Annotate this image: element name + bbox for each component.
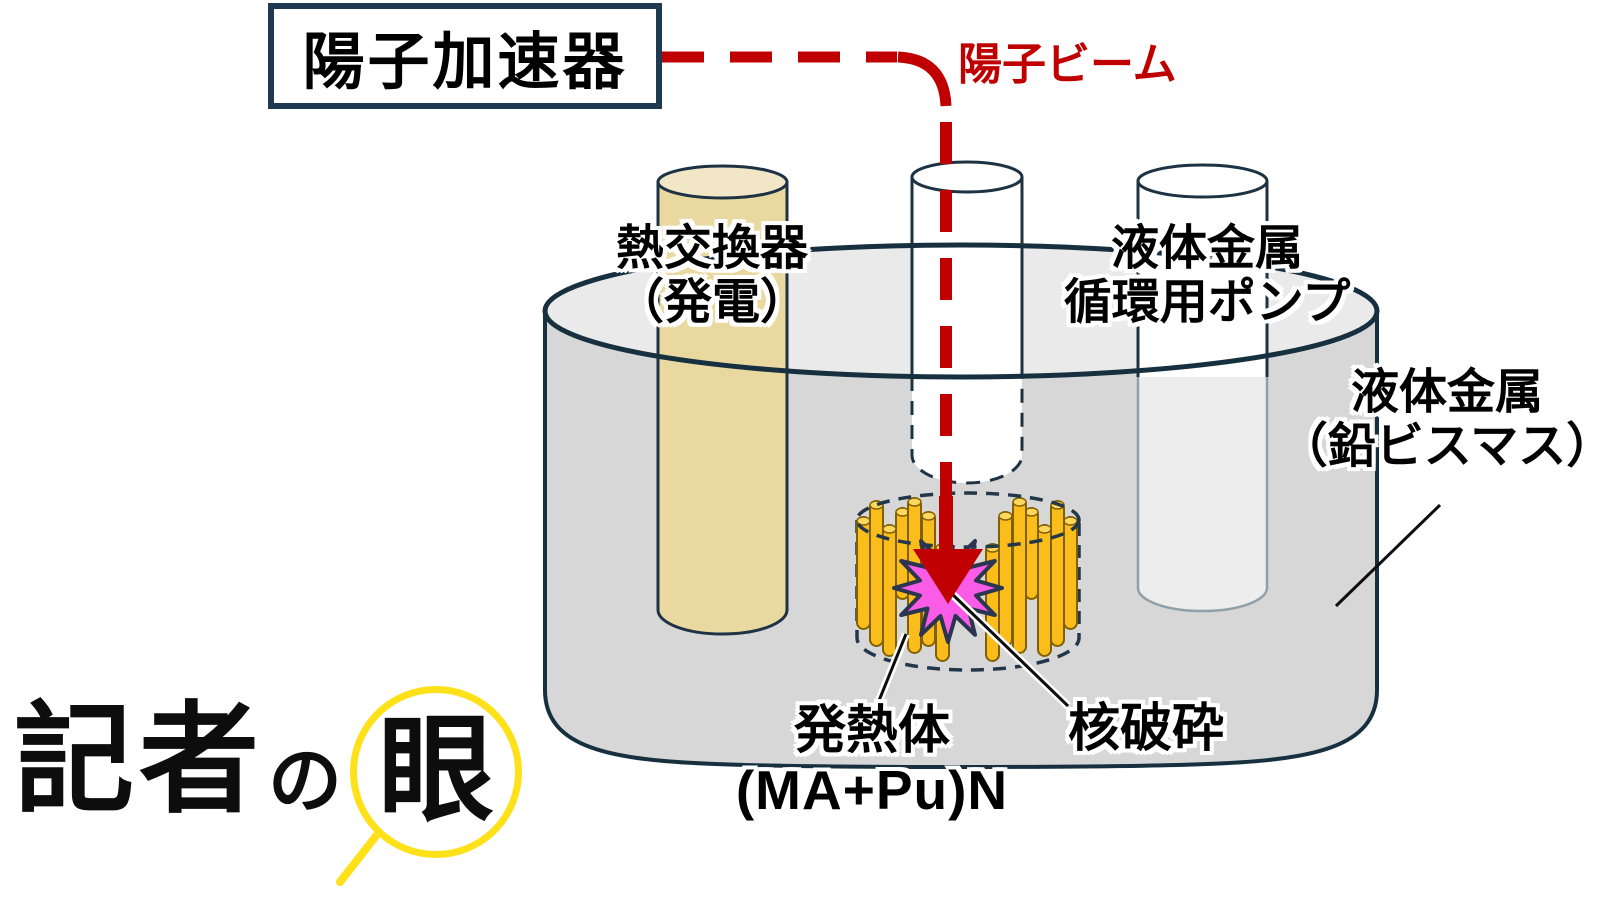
fuel-rod	[1063, 516, 1078, 630]
beam-tube-submerged	[910, 377, 1024, 485]
fuel-formula: (MA+Pu)N	[735, 759, 1009, 822]
liquid-metal-label: 液体金属 （鉛ビスマス）	[1280, 366, 1600, 474]
fuel-rod	[869, 500, 884, 647]
proton-beam-arrow-shaft	[939, 496, 953, 554]
fuel-rod	[882, 524, 897, 657]
heat-exchanger-label: 熱交換器 （発電）	[616, 222, 808, 330]
core-region-dashed	[855, 520, 1081, 672]
proton-beam-label: 陽子ビーム	[958, 40, 1177, 89]
tank-rim	[542, 242, 1380, 380]
fuel-rod	[1037, 524, 1052, 657]
fuel-label: 発熱体 (MA+Pu)N	[736, 702, 1008, 822]
liquid-metal-line1: 液体金属	[1350, 366, 1543, 419]
fuel-rod	[1012, 497, 1027, 654]
spallation-label: 核破砕	[1067, 700, 1225, 758]
proton-accelerator-box: 陽子加速器	[268, 3, 662, 109]
proton-beam-arrowhead	[913, 549, 983, 604]
leader-line-fuel	[872, 632, 910, 710]
liquid-metal-line2: （鉛ビスマス）	[1279, 419, 1600, 473]
proton-accelerator-label: 陽子加速器	[302, 28, 628, 97]
pump-cylinder	[1136, 163, 1269, 613]
fuel-name: 発熱体	[793, 702, 951, 760]
beam-tube-cap	[910, 160, 1024, 194]
heat-exchanger-line1: 熱交換器	[615, 222, 809, 275]
fuel-rod	[856, 516, 871, 630]
heat-exchanger-cap	[656, 164, 789, 200]
fuel-rod	[1050, 500, 1065, 647]
proton-beam-corner	[897, 51, 952, 107]
heat-exchanger-cylinder	[656, 164, 789, 636]
logo-text-me: 眼	[378, 705, 494, 835]
magnifier-circle-icon: 眼	[350, 686, 522, 858]
magnifier-handle	[336, 832, 380, 886]
logo-text-kisha: 記者	[14, 693, 264, 827]
logo-text-no: の	[268, 739, 342, 822]
leader-line-liquid-metal	[1334, 503, 1442, 608]
pump-submerged	[1136, 377, 1269, 613]
fuel-rod	[998, 511, 1013, 647]
pump-label: 液体金属 循環用ポンプ	[1064, 222, 1351, 330]
leader-line-spallation	[947, 589, 1071, 709]
heat-exchanger-line2: （発電）	[615, 275, 809, 329]
beam-tube-cylinder	[910, 160, 1024, 485]
pump-cap	[1136, 163, 1269, 199]
proton-beam	[662, 51, 983, 604]
pump-line2: 循環用ポンプ	[1063, 275, 1351, 329]
pump-line1: 液体金属	[1110, 222, 1303, 275]
